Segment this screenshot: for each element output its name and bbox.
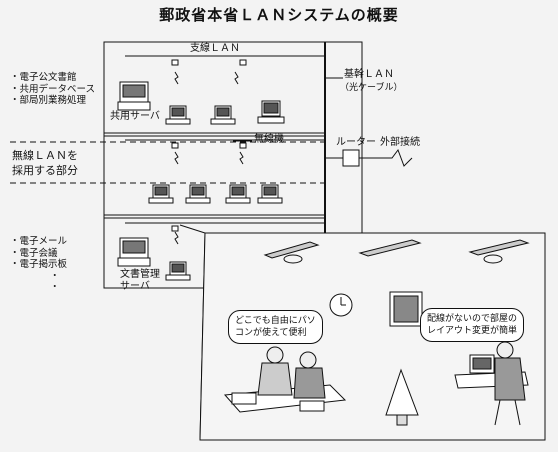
services-bottom-list: ・電子メール ・電子会議 ・電子掲示板 ・ ・ (10, 236, 67, 294)
router-label: ルーター (336, 137, 376, 148)
wireless-lan-label-line1: 無線ＬＡＮを (12, 149, 78, 162)
pc-group-floor3 (117, 237, 191, 281)
page-title: 郵政省本省ＬＡＮシステムの概要 (159, 6, 399, 24)
service-item: ・共用データベース (10, 83, 96, 95)
service-item: ・ (50, 270, 60, 282)
wireless-signals (174, 71, 244, 245)
service-item: ・ (50, 282, 60, 293)
doc-server-label-line1: 文書管理 (120, 269, 160, 280)
backbone-lan-sublabel: （光ケーブル） (340, 83, 403, 93)
router-box (342, 149, 360, 167)
wireless-lan-label-line2: 採用する部分 (12, 164, 78, 177)
ceiling-light (263, 241, 320, 259)
service-item: ・電子掲示板 (10, 259, 68, 270)
service-item: ・部局別業務処理 (10, 95, 87, 106)
speech-bubble-right: 配線がないので部屋の レイアウト変更が簡単 (420, 308, 525, 342)
ceiling-light (358, 239, 422, 257)
backbone-lan-label: 基幹ＬＡＮ (344, 69, 394, 80)
service-item: ・電子メール (10, 236, 68, 247)
pc-group-floor1 (117, 81, 285, 125)
speech-bubble-left: どこでも自由にパソ コンが使えて便利 (228, 310, 323, 344)
branch-lan-label: 支線ＬＡＮ (190, 43, 240, 54)
pc-group-floor2 (148, 184, 283, 204)
shared-server-label: 共用サーバ (110, 111, 160, 122)
doc-server-label-line2: サーバ (120, 281, 150, 292)
ceiling-light (468, 239, 530, 256)
external-connection-label: 外部接続 (380, 137, 420, 148)
service-item: ・電子公文書館 (10, 72, 77, 83)
external-connection-line (359, 148, 413, 167)
wireless-unit-label: 無線機 (254, 134, 284, 145)
services-top-list: ・電子公文書館 ・共用データベース ・部局別業務処理 (10, 72, 95, 107)
service-item: ・電子会議 (10, 247, 58, 259)
